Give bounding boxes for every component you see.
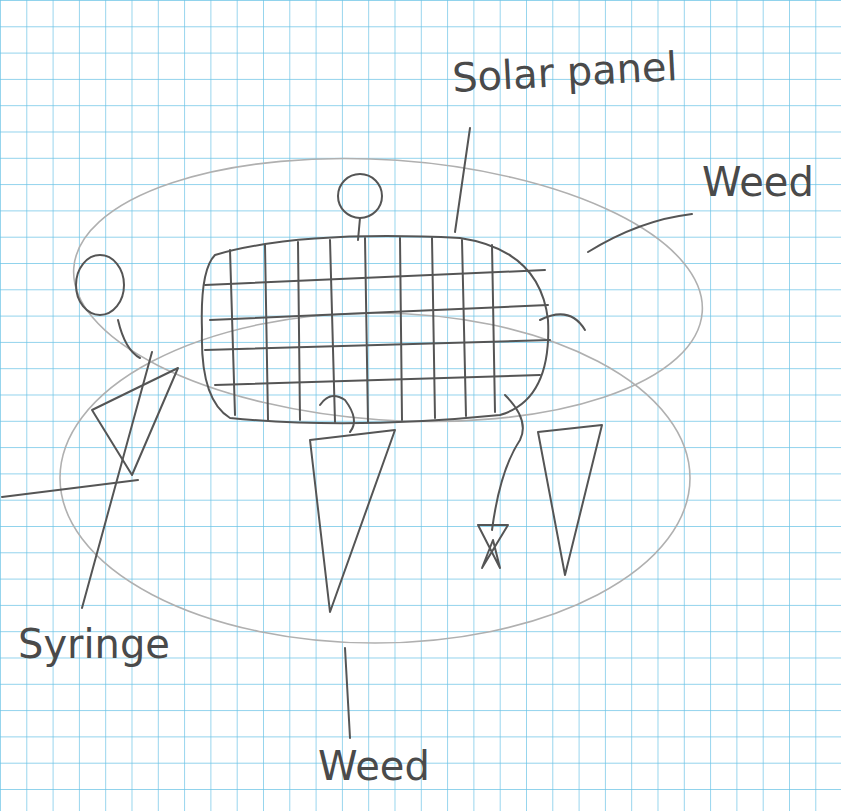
callout-label: Weed	[702, 159, 814, 205]
weed-shape	[310, 430, 395, 612]
weed-shape	[538, 425, 602, 575]
weed-stem	[320, 396, 354, 432]
label-holder: Weed	[318, 744, 430, 788]
panel-grid-horizontal	[205, 270, 550, 385]
leader-line	[455, 128, 470, 232]
solar-panel-outline	[202, 236, 549, 423]
head-circle	[338, 174, 382, 218]
leader-line	[588, 214, 692, 252]
leader-line	[345, 648, 350, 738]
tail-curve	[540, 314, 585, 330]
callout-label: Weed	[318, 743, 430, 789]
weed-stem	[492, 395, 523, 530]
syringe-body	[92, 368, 178, 475]
pencil-drawing	[2, 128, 692, 738]
panel-grid-vertical	[230, 238, 495, 422]
callout-label: Solar panel	[451, 43, 679, 101]
head-circle	[76, 255, 124, 315]
pale-outlines	[60, 138, 711, 643]
label-holder: Solar panel	[451, 44, 679, 100]
weed-sprout	[478, 525, 508, 568]
neck-line	[118, 320, 140, 358]
syringe-needle	[2, 480, 138, 497]
neck-line	[358, 218, 360, 240]
syringe-leader	[82, 352, 152, 608]
label-holder: Weed	[702, 160, 814, 204]
label-holder: Syringe	[18, 622, 170, 666]
callout-label: Syringe	[18, 621, 170, 667]
